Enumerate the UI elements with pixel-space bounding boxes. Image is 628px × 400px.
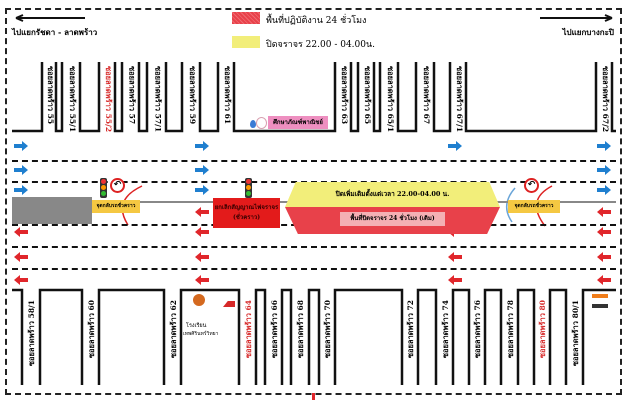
- north-soi-label: ซอยลาดพร้าว 63: [340, 66, 349, 125]
- north-soi-label: ซอยลาดพร้าว 67/2: [601, 66, 610, 133]
- lane-divider: [12, 160, 616, 162]
- school-label-line2: เทพศิรินทร์วิทยา: [183, 331, 219, 337]
- legend-label-night-closure: ปิดจราจร 22.00 - 04.00น.: [266, 40, 375, 50]
- south-soi-label: ซอยลาดพร้าว 74: [440, 300, 450, 359]
- lane-arrow-inbound-icon: [14, 141, 28, 151]
- legend-swatch-night-closure: [232, 36, 260, 48]
- lane-arrow-outbound-icon: [448, 252, 462, 262]
- lane-arrow-inbound-icon: [195, 165, 209, 175]
- south-soi-label: ซอยลาดพร้าว 62: [168, 300, 178, 359]
- south-soi-label: ซอยลาดพร้าว 68: [296, 300, 305, 359]
- lane-arrow-outbound-icon: [14, 275, 28, 285]
- lane-divider: [12, 246, 616, 248]
- school-label-line1: โรงเรียน: [186, 323, 207, 329]
- south-soi-label: ซอยลาดพร้าว 60: [86, 300, 96, 359]
- lane-arrow-outbound-icon: [597, 252, 611, 262]
- lane-arrow-inbound-icon: [448, 141, 462, 151]
- south-soi-label: ซอยลาดพร้าว 80/1: [570, 300, 580, 367]
- lane-arrow-inbound-icon: [597, 141, 611, 151]
- north-soi-label: ซอยลาดพร้าว 65/1: [386, 66, 395, 133]
- south-soi-label: ซอยลาดพร้าว 72: [406, 300, 415, 359]
- legend-swatch-work-area: [232, 12, 260, 24]
- south-soi-label: ซอยลาดพร้าว 58/1: [27, 300, 36, 367]
- south-soi-label: ซอยลาดพร้าว 66: [269, 300, 279, 359]
- marker-icon: [312, 393, 315, 400]
- lane-arrow-inbound-icon: [14, 165, 28, 175]
- south-soi-label: ซอยลาดพร้าว 78: [505, 300, 515, 359]
- night-closure-zone: [285, 182, 500, 207]
- direction-left-label: ไปแยกรัชดา - ลาดพร้าว: [12, 27, 98, 37]
- lane-arrow-inbound-icon: [195, 185, 209, 195]
- lane-arrow-inbound-icon: [597, 165, 611, 175]
- uturn-point-right: จุดกลับรถชั่วคราว: [508, 200, 560, 213]
- lane-arrow-outbound-icon: [195, 275, 209, 285]
- work-zone-label: พื้นที่ปิดจราจร 24 ชั่วโมง (เดิม): [340, 212, 445, 226]
- median-island: [12, 197, 92, 224]
- lane-arrow-outbound-icon: [597, 227, 611, 237]
- lane-arrow-outbound-icon: [597, 207, 611, 217]
- north-soi-label: ซอยลาดพร้าว 61: [223, 66, 232, 125]
- school-emblem-icon: [193, 294, 205, 306]
- signal-cancel-box: ยกเลิกสัญญาณไฟจราจร (ชั่วคราว): [213, 198, 280, 228]
- direction-arrow-right: [540, 14, 613, 22]
- road-edge-south: [12, 288, 616, 385]
- lane-arrow-outbound-icon: [597, 275, 611, 285]
- north-soi-label: ซอยลาดพร้าว 55/1: [68, 66, 77, 133]
- lane-arrow-outbound-icon: [195, 207, 209, 217]
- south-soi-label: ซอยลาดพร้าว 80: [538, 300, 547, 359]
- uturn-arrow-icon: [506, 187, 516, 223]
- north-soi-label: ซอยลาดพร้าว 59: [188, 66, 197, 125]
- south-soi-label: ซอยลาดพร้าว 64: [243, 300, 253, 359]
- lane-arrow-inbound-icon: [195, 141, 209, 151]
- fuel-logo-icon: [250, 120, 256, 128]
- north-soi-label: ซอยลาดพร้าว 67/1: [455, 66, 464, 133]
- lane-arrow-inbound-icon: [597, 185, 611, 195]
- north-soi-label: ซอยลาดพร้าว 67: [422, 66, 431, 125]
- honda-logo-icon: [223, 301, 235, 307]
- north-soi-label: ซอยลาดพร้าว 55: [46, 66, 55, 125]
- uturn-sign-icon: ↶: [524, 178, 539, 193]
- lane-arrow-outbound-icon: [14, 252, 28, 262]
- legend-label-work-area: พื้นที่ปฏิบัติงาน 24 ชั่วโมง: [266, 16, 367, 26]
- night-closure-label: ปิดเพิ่มเติมตั้งแต่เวลา 22.00-04.00 น.: [335, 190, 450, 198]
- dealer-logo-icon: [592, 294, 608, 308]
- direction-arrow-left: [15, 14, 85, 22]
- uturn-sign-icon: ↶: [110, 178, 125, 193]
- south-soi-label: ซอยลาดพร้าว 76: [473, 300, 482, 359]
- lane-arrow-outbound-icon: [195, 252, 209, 262]
- uturn-point-left: จุดกลับรถชั่วคราว: [92, 200, 140, 213]
- north-soi-label: ซอยลาดพร้าว 57: [127, 66, 137, 125]
- lane-arrow-inbound-icon: [14, 185, 28, 195]
- traffic-light-icon: [100, 178, 107, 198]
- lane-arrow-outbound-icon: [195, 227, 209, 237]
- lane-divider: [12, 268, 616, 270]
- shop-label: ศึกษาภัณฑ์พาณิชย์: [268, 116, 328, 129]
- south-soi-label: ซอยลาดพร้าว 70: [323, 300, 332, 359]
- direction-right-label: ไปแยกบางกะปิ: [562, 27, 614, 37]
- north-soi-label: ซอยลาดพร้าว 55/2: [104, 66, 113, 133]
- traffic-light-icon: [245, 178, 252, 198]
- north-soi-label: ซอยลาดพร้าว 57/1: [153, 66, 163, 133]
- north-soi-label: ซอยลาดพร้าว 65: [363, 66, 372, 125]
- lane-arrow-outbound-icon: [448, 275, 462, 285]
- lane-arrow-outbound-icon: [14, 227, 28, 237]
- emblem-logo-icon: [256, 117, 267, 129]
- road-edge-north: [12, 62, 616, 133]
